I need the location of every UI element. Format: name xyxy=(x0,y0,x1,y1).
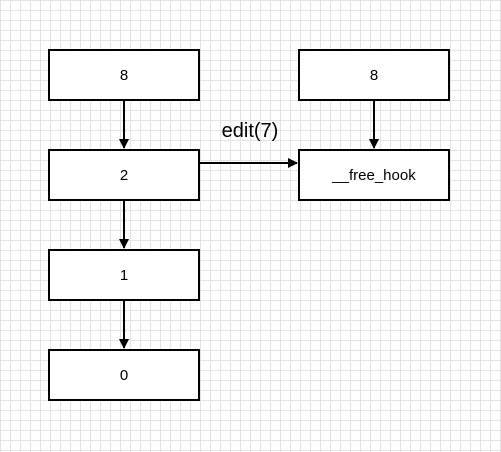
node-left-1: 1 xyxy=(48,249,200,301)
node-left-0: 0 xyxy=(48,349,200,401)
node-label: 1 xyxy=(119,266,129,284)
node-label: 8 xyxy=(119,66,129,84)
edge-label-edit: edit(7) xyxy=(221,120,279,142)
node-right-8: 8 xyxy=(298,49,450,101)
node-left-8: 8 xyxy=(48,49,200,101)
node-label: 2 xyxy=(119,166,129,184)
node-label: __free_hook xyxy=(332,166,416,184)
node-label: 0 xyxy=(119,366,129,384)
node-left-2: 2 xyxy=(48,149,200,201)
node-free-hook: __free_hook xyxy=(298,149,450,201)
node-label: 8 xyxy=(369,66,379,84)
